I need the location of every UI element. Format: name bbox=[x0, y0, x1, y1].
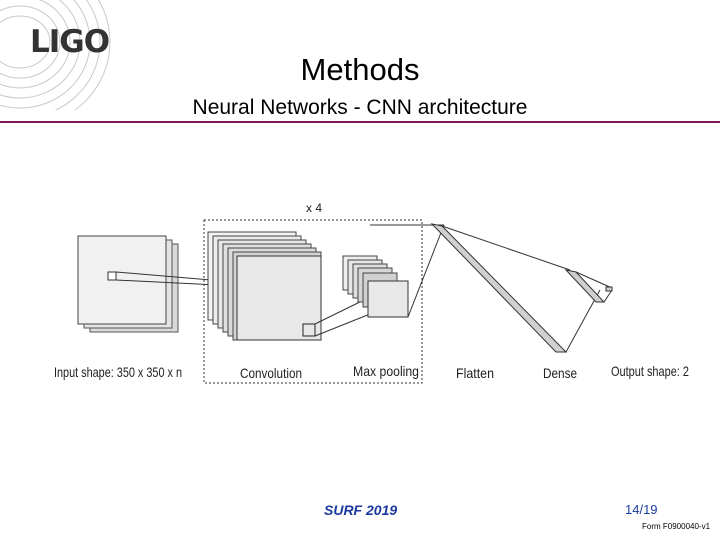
dense-label: Dense bbox=[543, 365, 577, 381]
page-title: Methods bbox=[300, 52, 420, 87]
logo-swirl bbox=[0, 0, 111, 110]
footer-event: SURF 2019 bbox=[324, 502, 398, 518]
repeat-block-box bbox=[203, 219, 423, 384]
repeat-label: x 4 bbox=[306, 201, 322, 215]
cnn-architecture-diagram: x 4 Input shape: 350 x 350 x n Convoluti… bbox=[54, 201, 689, 384]
header-divider bbox=[0, 121, 720, 123]
page-number: 14/19 bbox=[625, 502, 658, 517]
page-subtitle: Neural Networks - CNN architecture bbox=[192, 96, 528, 119]
output-label: Output shape: 2 bbox=[611, 363, 689, 379]
input-layer bbox=[77, 235, 179, 333]
convolution-layer bbox=[207, 231, 322, 341]
max-pooling-label: Max pooling bbox=[353, 363, 419, 379]
convolution-label: Convolution bbox=[240, 365, 302, 381]
form-number: Form F0900040-v1 bbox=[642, 522, 711, 531]
max-pooling-layer bbox=[342, 255, 409, 318]
flatten-layer bbox=[430, 223, 568, 353]
ligo-logo: LIGO bbox=[30, 24, 110, 60]
output-layer bbox=[605, 286, 613, 292]
flatten-label: Flatten bbox=[456, 365, 494, 381]
input-label: Input shape: 350 x 350 x n bbox=[54, 364, 182, 380]
dense-layer bbox=[564, 269, 606, 303]
